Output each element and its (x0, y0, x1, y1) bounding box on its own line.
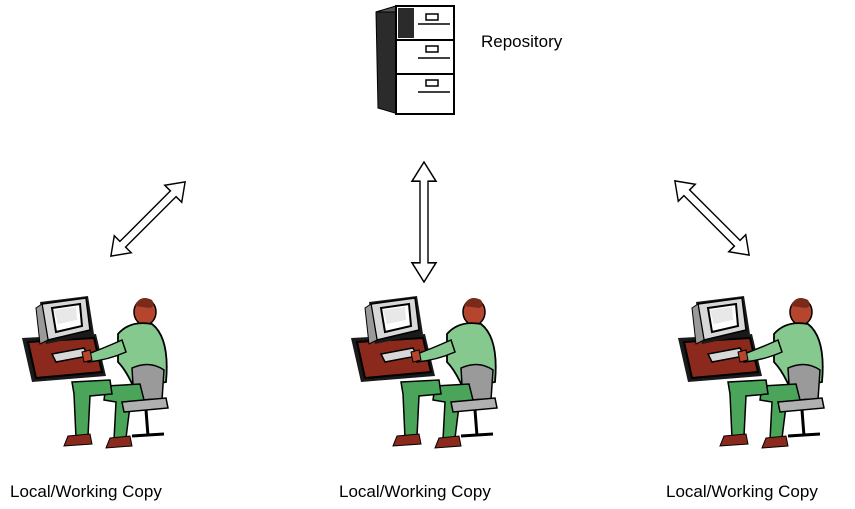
link-arrow-right (665, 171, 759, 265)
client-middle-person-icon (349, 294, 499, 450)
client-left-label: Local/Working Copy (10, 482, 162, 501)
client-middle-label: Local/Working Copy (339, 482, 491, 501)
link-arrow-left (101, 172, 195, 266)
client-left-person-icon (20, 294, 170, 450)
client-right-label: Local/Working Copy (666, 482, 818, 501)
client-right-person-icon (676, 294, 826, 450)
repository-cabinet-icon (375, 5, 455, 115)
link-arrow-middle (411, 161, 437, 283)
repository-label: Repository (481, 32, 563, 51)
